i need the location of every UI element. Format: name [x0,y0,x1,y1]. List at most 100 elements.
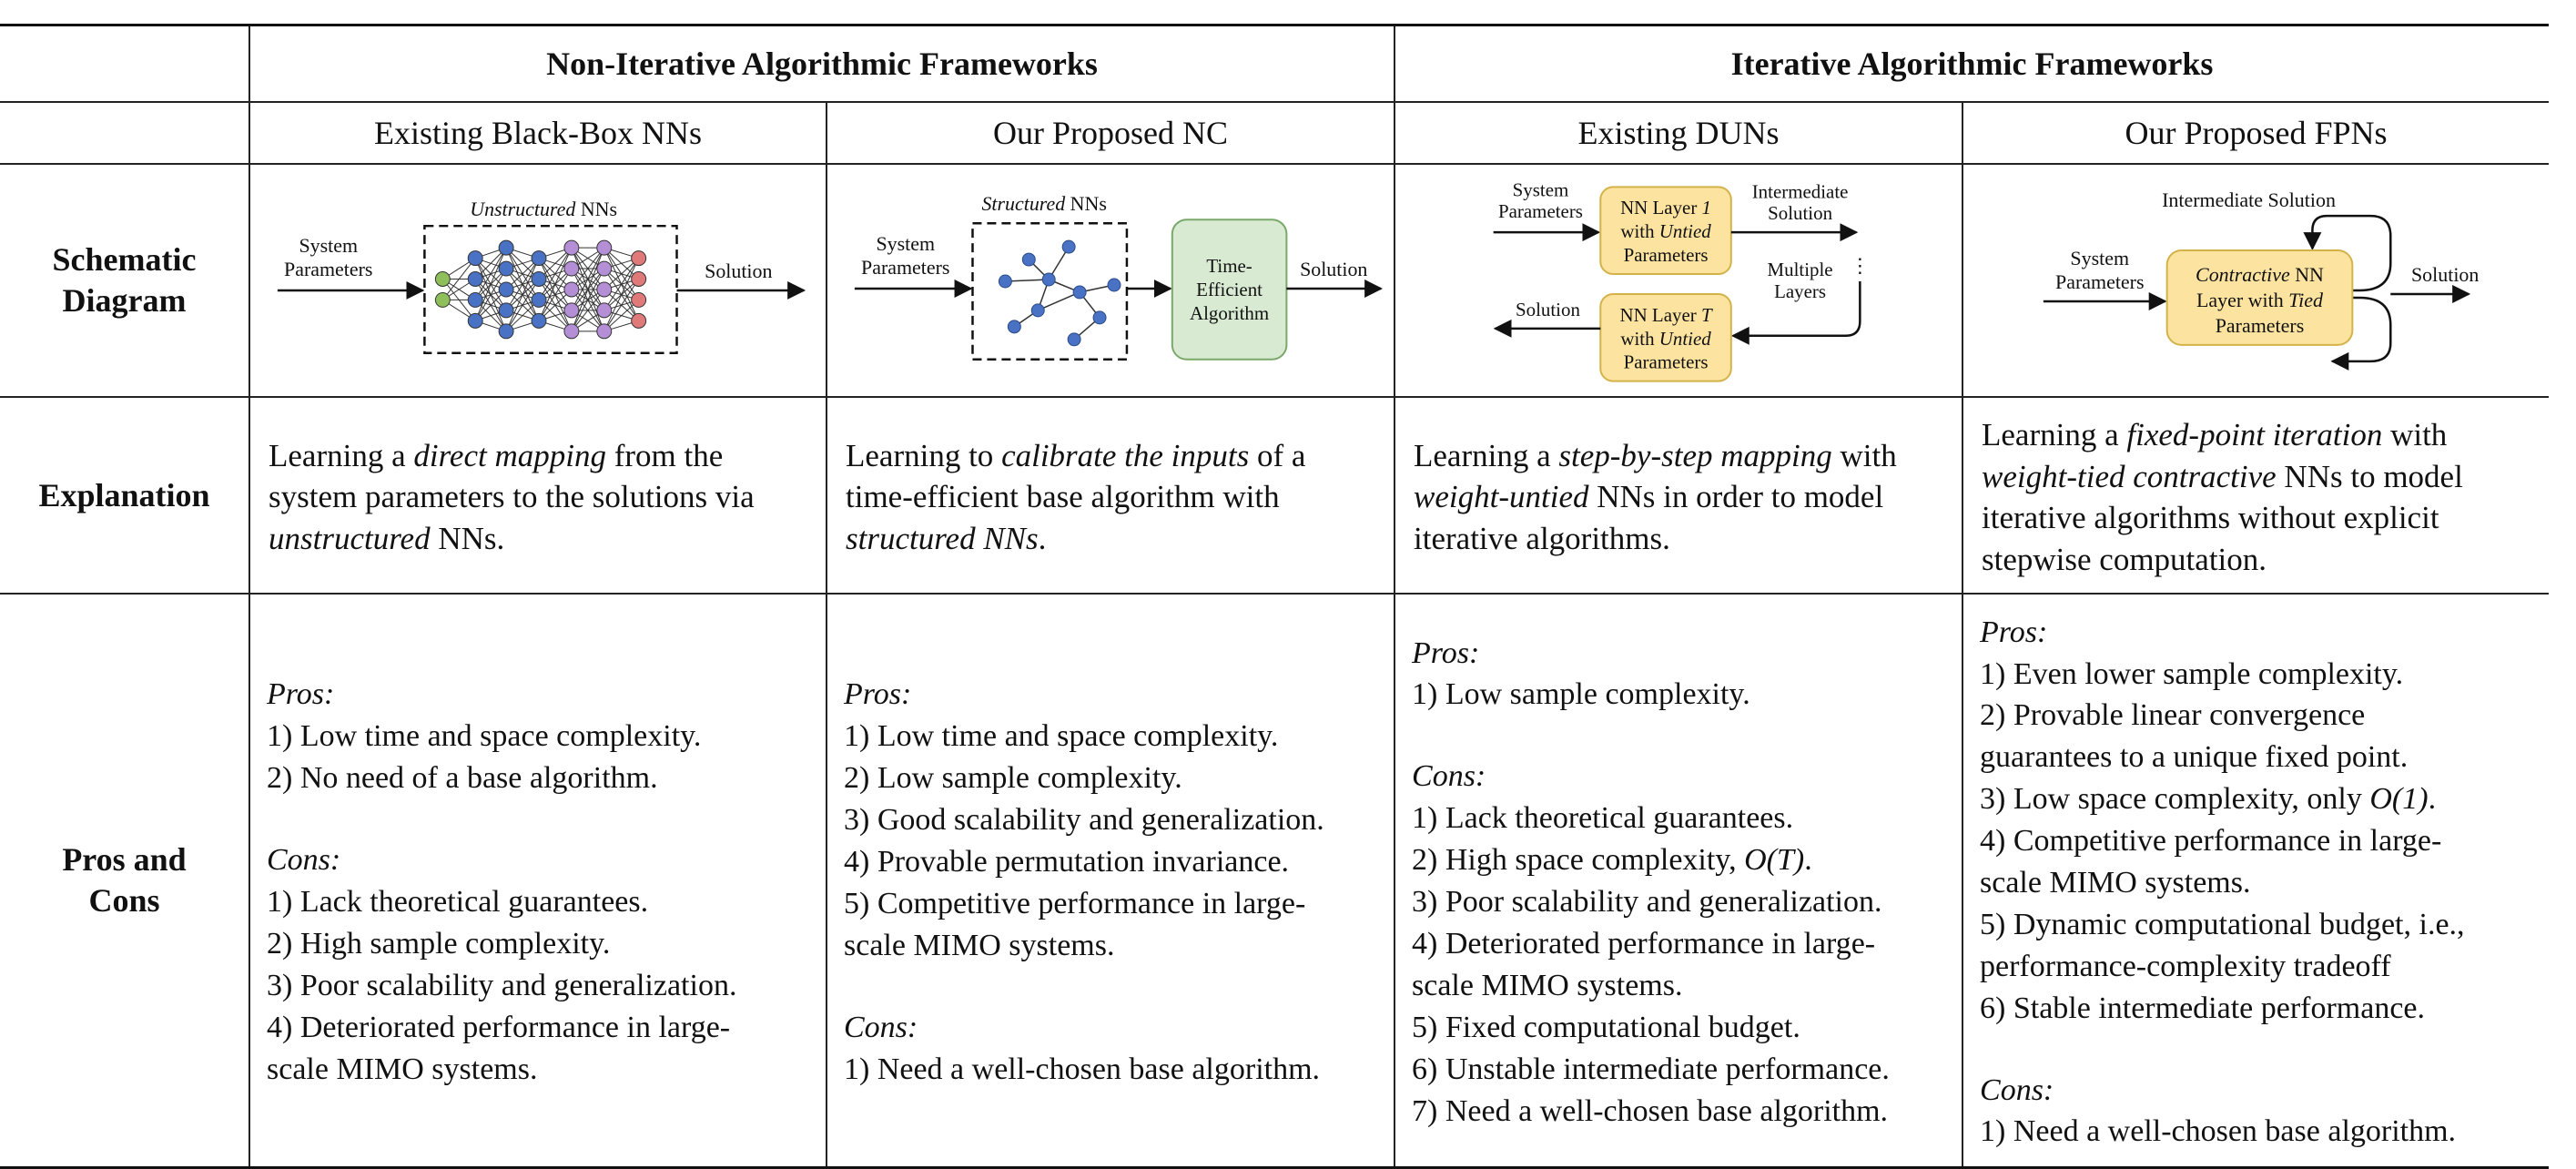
graph-node [1030,303,1045,318]
fpn-loop-label: Intermediate Solution [2162,188,2336,211]
dun-layer1-line3: Parameters [1624,244,1709,266]
text: stepwise computation. [1982,541,2267,577]
dun-diagram-svg: System Parameters NN Layer 1 with Untied… [1493,178,1870,382]
nn-edge [474,247,507,300]
text: 1) Even lower sample complexity. [1980,656,2404,691]
fpn-box-line1: Contractive NN [2196,263,2324,286]
text: 4) Deteriorated performance in large- [267,1010,731,1044]
nn-node [498,323,514,340]
list-line: scale MIMO systems. [844,928,1115,962]
graph-node [1041,272,1056,287]
graph-node [1092,310,1107,325]
text-line: 5) Dynamic computational budget, i.e., [1980,904,2540,946]
fpn-box-line1-rest: NN [2290,263,2324,286]
nn-edge [505,258,540,332]
italic-text: structured NNs [846,520,1039,556]
row-label-explanation: Explanation [0,396,250,595]
text: 7) Need a well-chosen base algorithm. [1412,1093,1889,1128]
list-line: 5) Competitive performance in large- [844,886,1306,920]
list-line: 2) No need of a base algorithm. [267,761,658,796]
text: 5) Fixed computational budget. [1412,1010,1800,1044]
text: scale MIMO systems. [1980,866,2251,900]
nn-node [467,291,483,308]
nn-node [531,250,547,267]
group-header-non-iterative: Non-Iterative Algorithmic Frameworks [248,24,1396,103]
pros-cons-nc: Pros: 1) Low time and space complexity.2… [825,593,1396,1169]
nn-node [434,271,451,287]
dun-layer1-line1: NN Layer 1 [1620,197,1711,219]
nn-node [631,271,647,287]
pros-list-blackbox: 1) Low time and space complexity. 2) No n… [267,716,816,799]
dun-multiple-label-1: Multiple [1768,259,1833,280]
pros-label-fpn: Pros: [1980,615,2048,649]
nc-input-label-2: Parameters [861,256,949,279]
blackbox-box-label: Unstructured NNs [470,198,617,220]
column-header-dun: Existing DUNs [1394,101,1964,165]
text-line: 3) Low space complexity, only O(1). [1980,778,2540,820]
text-line: 3) Poor scalability and generalization. [1412,881,1952,923]
text: NNs in order to model [1588,479,1884,515]
italic-text: step-by-step mapping [1558,437,1832,473]
text-line: stepwise computation. [1982,539,2532,581]
dun-layerT-line1-it: T [1701,304,1713,326]
nn-edge [571,247,605,332]
text: Learning to [846,437,1002,473]
text: 2) High sample complexity. [267,926,611,961]
nn-edge [538,268,573,321]
text-line: iterative algorithms without explicit [1982,497,2532,539]
row-label-schematic-line2: Diagram [62,282,187,319]
text: 1) Need a well-chosen base algorithm. [844,1052,1321,1086]
nn-node [531,291,547,308]
text: Learning a [269,437,414,473]
nn-edge [538,247,573,300]
italic-text: direct mapping [413,437,606,473]
list-line: 1) Low time and space complexity. [267,719,702,754]
dun-layer1-box [1599,186,1732,276]
nc-input-label-1: System [876,232,935,255]
fpn-loop-arrow-top [2303,214,2392,292]
text: 4) Competitive performance in large- [1980,824,2442,859]
nn-edge [603,279,640,332]
italic-text: calibrate the inputs [1001,437,1250,473]
text-line: system parameters to the solutions via [269,476,809,518]
nn-node [596,281,613,298]
graph-node [998,274,1012,289]
nn-edge [474,268,507,321]
dun-multiple-label-2: Layers [1774,280,1826,302]
nn-edge [603,258,640,311]
nn-node [631,312,647,329]
text-line: 4) Deteriorated performance in large- [267,1007,816,1049]
nn-node [596,260,613,277]
fpn-box-line3: Parameters [2216,314,2305,337]
text-line: 7) Need a well-chosen base algorithm. [1412,1091,1952,1133]
diagram-fpn: Intermediate Solution System Parameters … [1962,163,2550,398]
text: time-efficient base algorithm with [846,479,1280,515]
schematic-row: Schematic Diagram System Parameters Unst… [0,163,2550,398]
fpn-box-line2-it: Tied [2288,289,2324,311]
fpn-box-line1-it: Contractive [2196,263,2290,286]
row-label-pros-cons: Pros and Cons [0,593,250,1169]
gap [1980,1030,2540,1070]
text-line: 4) Competitive performance in large- [1980,820,2540,862]
italic-text: O(1) [2369,782,2429,817]
group-header-row: Non-Iterative Algorithmic Frameworks Ite… [0,24,2550,103]
italic-text: fixed-point iteration [2126,417,2383,452]
text: NNs to model [2276,458,2463,494]
diagram-nc: System Parameters Structured NNs Time- E… [825,163,1396,398]
nn-edge [571,247,605,290]
text: 3) Poor scalability and generalization. [267,968,737,1002]
nn-node [467,250,483,267]
text-line: 1) Lack theoretical guarantees. [1412,798,1952,839]
text-line: 1) Lack theoretical guarantees. [267,881,816,923]
text-line: Learning to calibrate the inputs of a [846,435,1377,477]
gap [267,799,816,839]
cons-label-blackbox: Cons: [267,843,341,878]
fpn-box-line2-pre: Layer with [2196,289,2288,311]
column-header-fpn: Our Proposed FPNs [1962,101,2550,165]
nn-node [631,250,647,267]
text: with [2382,417,2448,452]
diagram-dun: System Parameters NN Layer 1 with Untied… [1394,163,1964,398]
